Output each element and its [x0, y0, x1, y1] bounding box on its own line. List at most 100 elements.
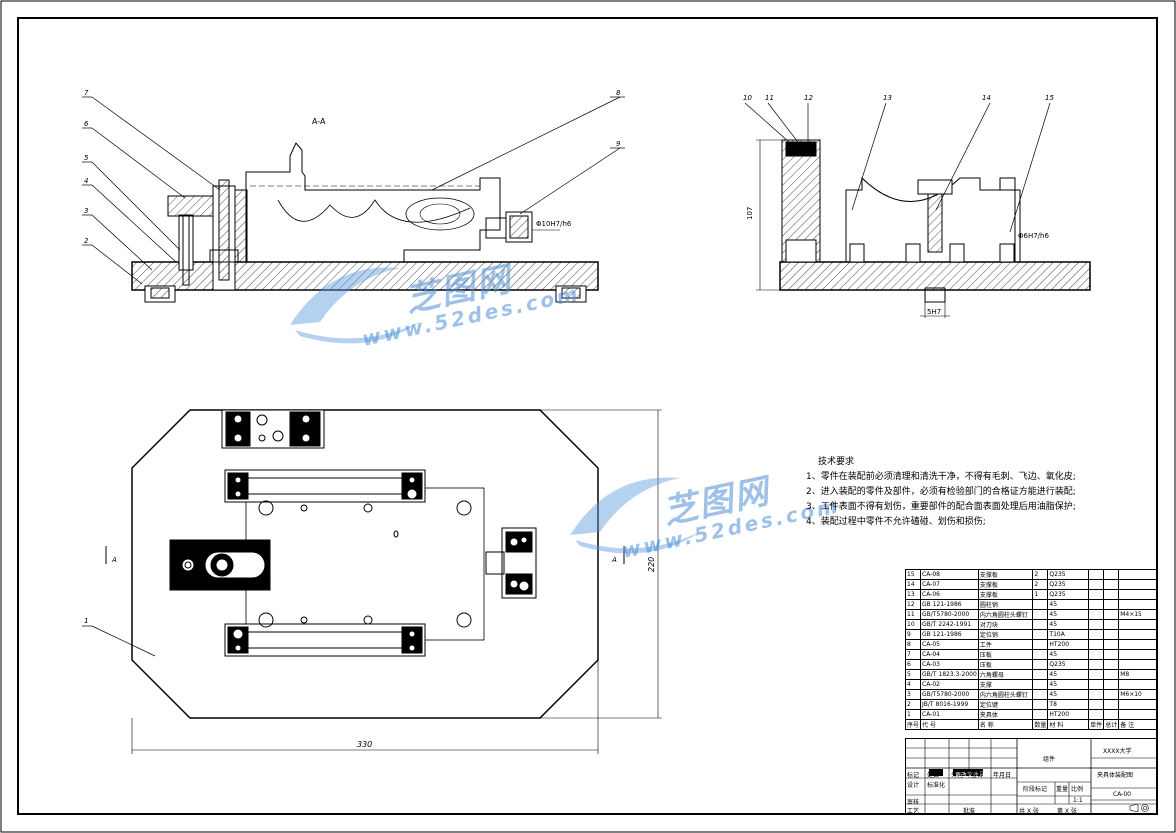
plan-width-dim: 330: [357, 740, 372, 749]
bom-cell-total: [1103, 649, 1120, 660]
bom-cell-code: GB/T5780-2000: [920, 689, 979, 700]
bom-cell-no: 10: [904, 619, 922, 630]
tb-process: 工艺: [907, 808, 920, 815]
bom-cell-total: [1103, 599, 1120, 610]
bom-header-row: 序号 代 号 名 称 数量 材 料 单件 总计 备 注: [904, 719, 1157, 730]
bom-header-name: 名 称: [977, 719, 1034, 730]
bom-cell-total: [1103, 669, 1120, 680]
bom-cell-unit: [1088, 579, 1105, 590]
tb-sheet-no: 第 X 张: [1057, 808, 1077, 815]
bom-cell-no: 1: [904, 709, 922, 720]
bom-cell-name: 支撑板: [977, 589, 1034, 600]
bom-cell-total: [1103, 709, 1120, 720]
bom-cell-qty: 2: [1032, 569, 1049, 580]
bom-cell-note: [1118, 679, 1157, 690]
bom-cell-name: 支撑: [977, 679, 1034, 690]
bom-cell-note: [1118, 639, 1157, 650]
bom-cell-name: 支撑板: [977, 579, 1034, 590]
bom-cell-note: [1118, 709, 1157, 720]
callout-10: 10: [743, 94, 752, 102]
callout-8: 8: [616, 89, 621, 97]
bom-cell-note: [1118, 629, 1157, 640]
bom-header-note: 备 注: [1118, 719, 1157, 730]
bom-cell-unit: [1088, 689, 1105, 700]
bom-cell-note: [1118, 649, 1157, 660]
bom-cell-unit: [1088, 639, 1105, 650]
tb-assembly: 组件: [1043, 756, 1056, 763]
bom-cell-qty: [1032, 669, 1049, 680]
bom-cell-mat: Q235: [1047, 579, 1090, 590]
bom-cell-code: CA-03: [920, 659, 979, 670]
title-block-grid: [905, 738, 1157, 814]
bom-cell-name: 支撑板: [977, 569, 1034, 580]
bom-cell-unit: [1088, 669, 1105, 680]
bom-header-code: 代 号: [920, 719, 979, 730]
callout-3: 3: [84, 207, 88, 215]
plan-view: 330 220 A A 1: [82, 409, 662, 754]
bom-cell-qty: 2: [1032, 579, 1049, 590]
section-view: A-A Φ10H7/h6: [82, 89, 625, 303]
bom-cell-note: [1118, 699, 1157, 710]
bom-cell-code: JB/T 8016-1999: [920, 699, 979, 710]
tech-item: 2、进入装配的零件及部件，必须有检验部门的合格证方能进行装配;: [806, 487, 1076, 497]
bom-cell-no: 11: [904, 609, 922, 620]
fit-dim-1: Φ10H7/h6: [536, 220, 572, 228]
height-dim: 107: [746, 207, 754, 220]
bom-cell-code: CA-05: [920, 639, 979, 650]
bom-cell-code: CA-02: [920, 679, 979, 690]
bom-cell-code: CA-08: [920, 569, 979, 580]
bom-cell-qty: [1032, 639, 1049, 650]
bom-header-unit: 单件: [1088, 719, 1105, 730]
bom-cell-no: 15: [904, 569, 922, 580]
bom-cell-unit: [1088, 709, 1105, 720]
bom-cell-total: [1103, 679, 1120, 690]
bom-cell-unit: [1088, 589, 1105, 600]
callout-7: 7: [84, 89, 89, 97]
bom-cell-mat: 45: [1047, 689, 1090, 700]
bom-header-no: 序号: [904, 719, 922, 730]
tech-item: 3、工件表面不得有划伤，重要部件的配合面表面处理后用油脂保护;: [806, 502, 1076, 512]
tb-approve: 批准: [963, 808, 976, 815]
bom-cell-mat: T10A: [1047, 629, 1090, 640]
tb-stage: 阶段标记: [1023, 786, 1048, 793]
bom-header-total: 总计: [1103, 719, 1120, 730]
bom-cell-total: [1103, 569, 1120, 580]
bom-cell-qty: [1032, 609, 1049, 620]
tb-date-label: 年月日: [993, 772, 1012, 779]
callout-13: 13: [883, 94, 892, 102]
bom-cell-name: 内六角圆柱头螺钉: [977, 689, 1034, 700]
bom-cell-name: 六角螺母: [977, 669, 1034, 680]
bom-cell-mat: 45: [1047, 649, 1090, 660]
bom-cell-total: [1103, 609, 1120, 620]
bom-cell-code: GB 121-1986: [920, 599, 979, 610]
bom-cell-no: 12: [904, 599, 922, 610]
bom-cell-mat: T8: [1047, 699, 1090, 710]
bom-cell-note: [1118, 619, 1157, 630]
bom-cell-mat: 45: [1047, 619, 1090, 630]
bom-cell-no: 13: [904, 589, 922, 600]
bom-cell-note: M6×10: [1118, 689, 1157, 700]
callout-11: 11: [765, 94, 774, 102]
bom-cell-total: [1103, 699, 1120, 710]
bom-cell-total: [1103, 579, 1120, 590]
tb-drawing-no: CA-00: [1113, 791, 1131, 798]
bom-cell-name: 压板: [977, 649, 1034, 660]
bom-cell-mat: Q235: [1047, 659, 1090, 670]
bom-cell-code: GB/T 1823.3-2000: [920, 669, 979, 680]
tb-sign-label: 签名: [971, 772, 984, 779]
bom-cell-mat: 45: [1047, 599, 1090, 610]
bottom-dim: 5H7: [927, 308, 941, 316]
bom-cell-qty: 1: [1032, 589, 1049, 600]
bom-cell-qty: [1032, 649, 1049, 660]
bom-cell-no: 5: [904, 669, 922, 680]
side-view: 107 5H7 Φ6H7/h6 10 11 12 13 14 15: [743, 94, 1091, 318]
